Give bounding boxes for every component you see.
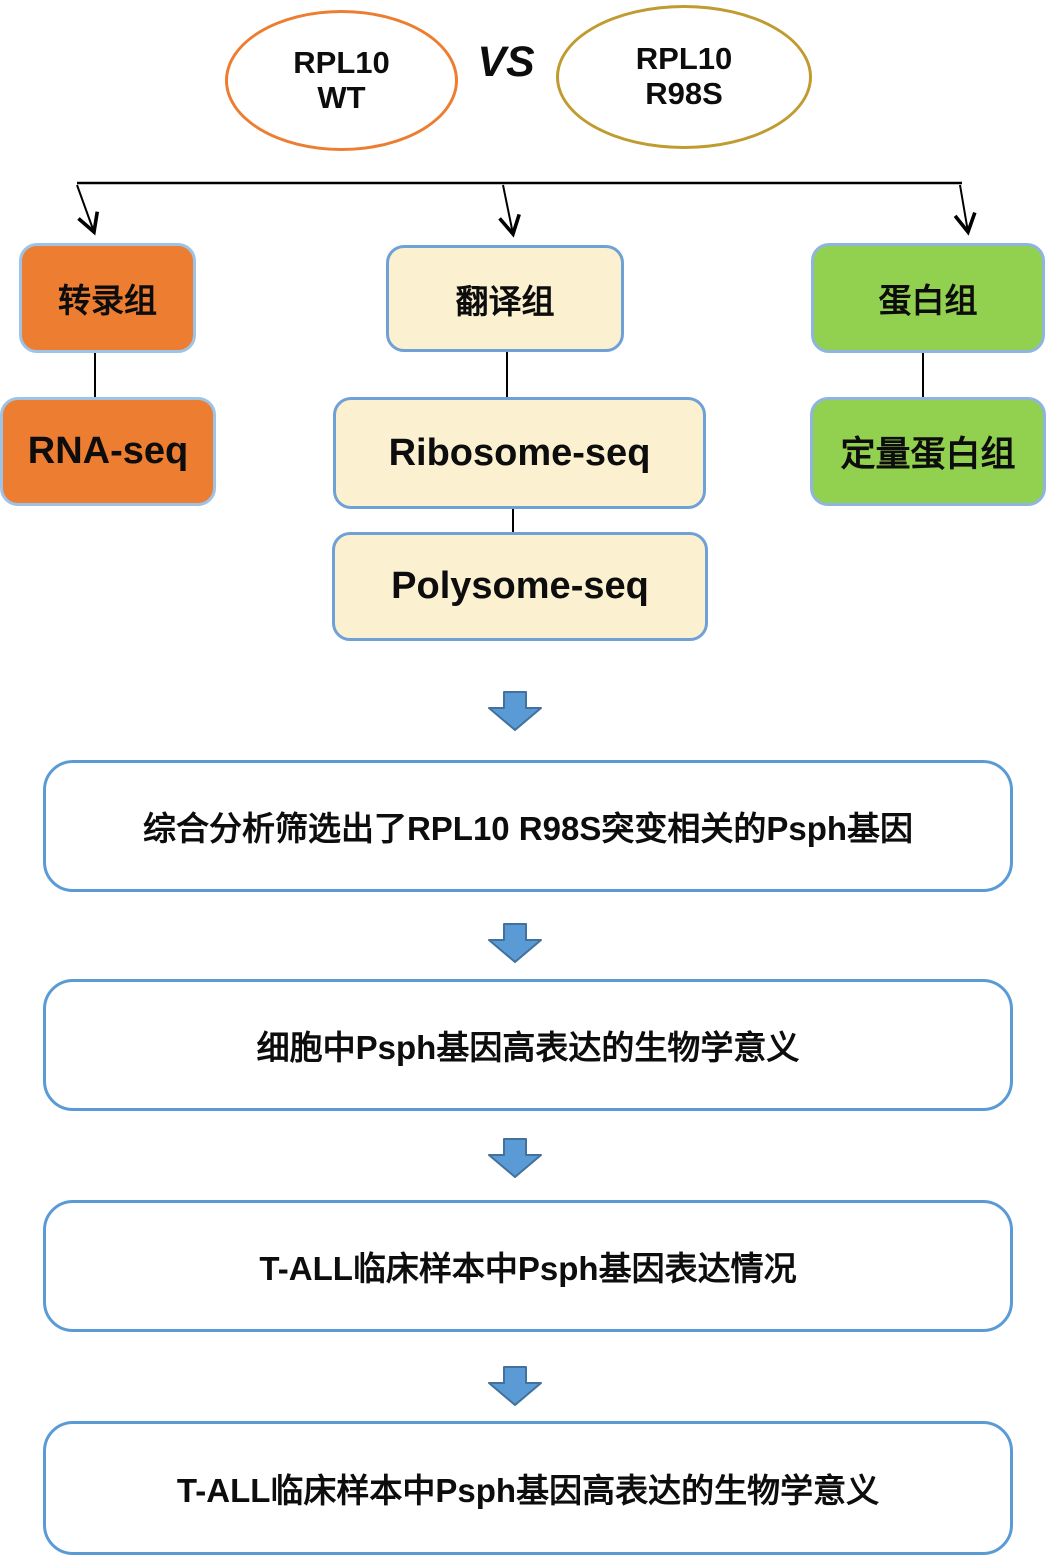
ellipse-wt-line1: RPL10 <box>293 44 390 80</box>
ellipse-wt-line2: WT <box>317 79 366 115</box>
panel-tall-psph-expression-text: T-ALL临床样本中Psph基因表达情况 <box>259 1250 797 1287</box>
panel-integrated-analysis: 综合分析筛选出了RPL10 R98S突变相关的Psph基因 <box>43 760 1013 892</box>
node-quantitative-proteome-label: 定量蛋白组 <box>840 435 1016 474</box>
panel-cell-psph-significance: 细胞中Psph基因高表达的生物学意义 <box>43 979 1013 1111</box>
connector-translatome <box>506 352 508 398</box>
node-transcriptome: 转录组 <box>19 243 196 353</box>
down-arrow-icon <box>488 1366 542 1406</box>
panel-tall-psph-significance-text: T-ALL临床样本中Psph基因高表达的生物学意义 <box>176 1472 880 1509</box>
connector-proteome <box>922 353 924 398</box>
node-polysome-seq: Polysome-seq <box>332 532 708 641</box>
panel-cell-psph-significance-text: 细胞中Psph基因高表达的生物学意义 <box>256 1029 800 1066</box>
down-arrow-icon <box>488 1138 542 1178</box>
ellipse-r98s-line2: R98S <box>645 76 723 111</box>
connector-ribosome-polysome <box>512 508 514 532</box>
split-arrows-icon <box>76 181 977 238</box>
ellipse-rpl10-wt: RPL10 WT <box>225 10 458 151</box>
node-transcriptome-label: 转录组 <box>58 282 157 319</box>
node-quantitative-proteome: 定量蛋白组 <box>810 397 1046 506</box>
node-proteome-label: 蛋白组 <box>878 282 978 319</box>
panel-tall-psph-significance: T-ALL临床样本中Psph基因高表达的生物学意义 <box>43 1421 1013 1555</box>
node-translatome-label: 翻译组 <box>455 282 555 320</box>
ellipse-rpl10-r98s: RPL10 R98S <box>556 5 812 149</box>
node-ribosome-seq-label: Ribosome-seq <box>388 431 651 474</box>
node-polysome-seq-label: Polysome-seq <box>391 565 649 607</box>
panel-integrated-analysis-text: 综合分析筛选出了RPL10 R98S突变相关的Psph基因 <box>142 810 914 847</box>
panel-tall-psph-expression: T-ALL临床样本中Psph基因表达情况 <box>43 1200 1013 1332</box>
node-rna-seq: RNA-seq <box>0 397 216 506</box>
node-translatome: 翻译组 <box>386 245 624 352</box>
node-rna-seq-label: RNA-seq <box>27 430 189 472</box>
connector-transcriptome <box>94 353 96 398</box>
node-proteome: 蛋白组 <box>811 243 1045 353</box>
down-arrow-icon <box>488 691 542 731</box>
node-ribosome-seq: Ribosome-seq <box>333 397 706 509</box>
down-arrow-icon <box>488 923 542 963</box>
vs-label: VS <box>477 38 535 86</box>
ellipse-r98s-line1: RPL10 <box>635 41 733 77</box>
